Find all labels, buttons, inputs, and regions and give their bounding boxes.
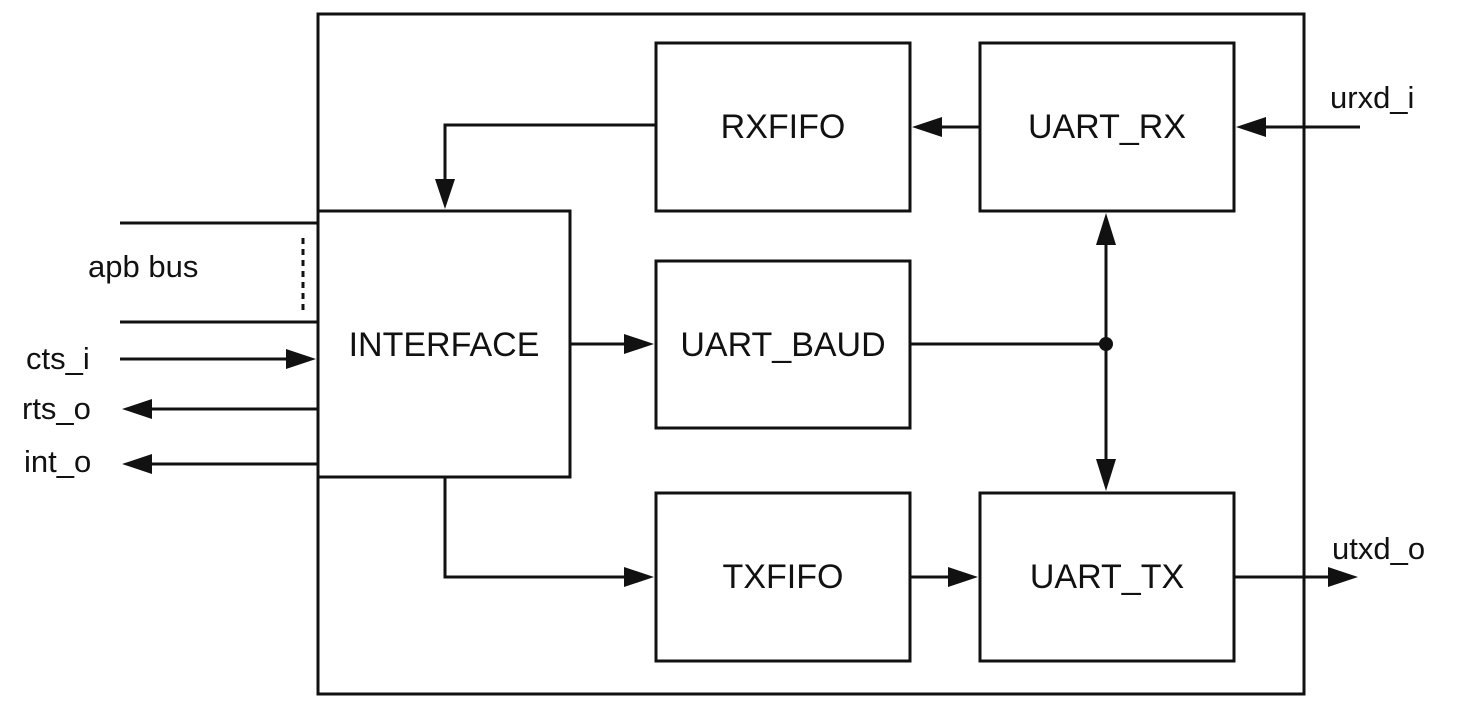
urxd-i-connector [1236, 117, 1360, 137]
apb-bus-label: apb bus [88, 249, 198, 284]
uart-rx-block: UART_RX [978, 41, 1236, 213]
txfifo-to-tx-connector [910, 567, 978, 587]
interface-label: INTERFACE [349, 326, 540, 364]
rxfifo-block: RXFIFO [654, 41, 912, 213]
interface-to-txfifo-connector [443, 477, 654, 587]
rx-to-rxfifo-connector [912, 117, 980, 137]
baud-to-tx-connector [1096, 344, 1116, 491]
urxd-i-label: urxd_i [1330, 80, 1414, 115]
txfifo-block: TXFIFO [654, 491, 912, 663]
uart-baud-block: UART_BAUD [654, 259, 912, 430]
int-o-connector [122, 454, 318, 474]
interface-block: INTERFACE [316, 209, 572, 479]
rxfifo-to-interface-connector [435, 123, 656, 209]
interface-to-baud-connector [570, 334, 654, 354]
baud-to-rx-connector [1096, 213, 1116, 344]
uart-tx-block: UART_TX [978, 491, 1236, 663]
uart-baud-label: UART_BAUD [680, 326, 885, 364]
rts-o-label: rts_o [22, 391, 91, 426]
baud-output-connector [910, 337, 1113, 351]
uart-tx-label: UART_TX [1030, 558, 1184, 596]
rts-o-connector [122, 399, 318, 419]
apb-bus-connector [120, 221, 318, 324]
cts-i-label: cts_i [26, 341, 90, 376]
cts-i-connector [120, 349, 316, 369]
utxd-o-label: utxd_o [1332, 531, 1425, 566]
txfifo-label: TXFIFO [723, 558, 844, 596]
uart-rx-label: UART_RX [1028, 108, 1186, 146]
rxfifo-label: RXFIFO [721, 108, 846, 146]
utxd-o-connector [1234, 567, 1358, 587]
int-o-label: int_o [24, 444, 91, 479]
